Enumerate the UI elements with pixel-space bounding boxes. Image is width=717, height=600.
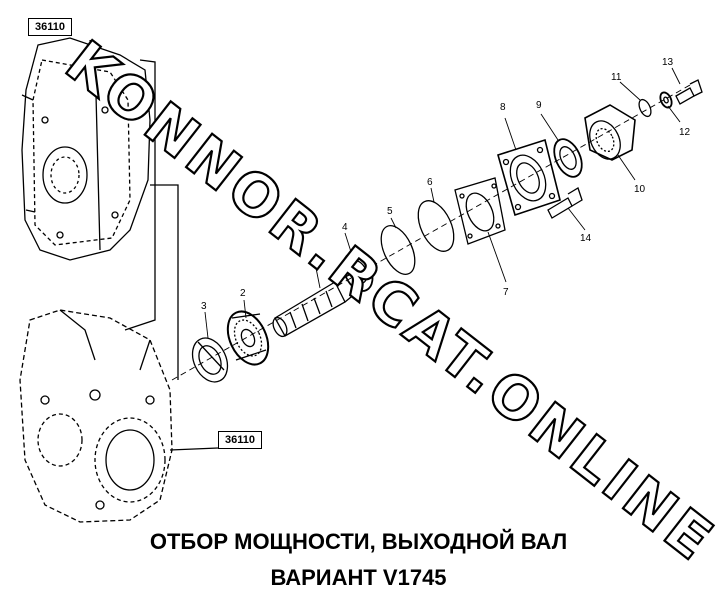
callout-2: 2 [240, 288, 246, 299]
flange-10 [584, 104, 636, 161]
callout-13: 13 [662, 57, 674, 68]
reference-box-bottom: 36110 [218, 431, 262, 449]
gearbox-housing-upper [21, 37, 151, 261]
ring-6 [417, 200, 455, 252]
seal-9 [553, 138, 583, 178]
cover-8 [497, 138, 561, 217]
callout-14: 14 [580, 233, 592, 244]
ring-5 [380, 225, 416, 275]
callout-4: 4 [342, 222, 348, 233]
callout-9: 9 [536, 100, 542, 111]
callout-11: 11 [611, 72, 622, 83]
callout-8: 8 [500, 102, 506, 113]
bearing-4 [342, 252, 374, 292]
bolt-13 [675, 79, 703, 105]
gearbox-housing-lower [19, 309, 219, 523]
bearing-3 [191, 337, 229, 383]
bracket-lines [124, 59, 179, 380]
callout-3: 3 [201, 301, 207, 312]
gasket-7 [454, 177, 506, 245]
callout-7: 7 [503, 287, 509, 298]
o-ring-11 [638, 98, 652, 118]
callout-12: 12 [679, 127, 691, 138]
callout-1: 1 [314, 257, 320, 268]
gear-2 [226, 310, 270, 366]
callout-10: 10 [634, 184, 646, 195]
callout-6: 6 [427, 177, 433, 188]
bolt-14 [547, 187, 583, 219]
output-shaft-1 [272, 271, 363, 338]
diagram-subtitle: ВАРИАНТ V1745 [270, 565, 447, 590]
washer-12 [659, 91, 673, 109]
callout-labels: 1 2 3 4 5 6 7 8 9 10 11 12 13 14 [201, 57, 691, 312]
leader-lines [204, 67, 681, 339]
diagram-title: ОТБОР МОЩНОСТИ, ВЫХОДНОЙ ВАЛ [149, 529, 568, 554]
callout-5: 5 [387, 206, 393, 217]
reference-box-top: 36110 [28, 18, 72, 36]
